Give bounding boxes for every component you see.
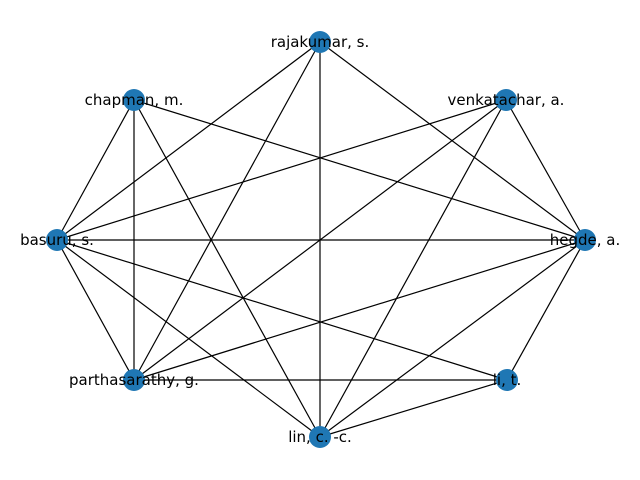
node-label-lin: lin, c. -c. <box>288 428 352 446</box>
node-li <box>496 369 518 391</box>
node-label-chapman: chapman, m. <box>85 91 184 109</box>
node-basuru <box>46 229 68 251</box>
node-rajakumar <box>309 31 331 53</box>
node-lin <box>309 426 331 448</box>
node-chapman <box>123 89 145 111</box>
edge-hegde-parthasarathy <box>133 239 586 381</box>
edge-venkatachar-lin <box>319 99 507 438</box>
edge-chapman-hegde <box>133 99 586 241</box>
edge-rajakumar-basuru <box>56 41 321 241</box>
edge-layer <box>56 41 586 438</box>
node-hegde <box>574 229 596 251</box>
edge-chapman-lin <box>133 99 321 438</box>
node-label-parthasarathy: parthasarathy, g. <box>69 371 199 389</box>
edge-hegde-li <box>506 239 586 381</box>
edge-lin-li <box>319 379 508 438</box>
edge-venkatachar-hegde <box>505 99 586 241</box>
node-layer <box>46 31 596 448</box>
node-parthasarathy <box>123 369 145 391</box>
edge-basuru-lin <box>56 239 321 438</box>
label-layer: rajakumar, s. chapman, m. venkatachar, a. b… <box>20 33 620 446</box>
edge-basuru-li <box>56 239 508 381</box>
node-venkatachar <box>495 89 517 111</box>
node-label-li: li, t. <box>493 371 522 389</box>
edge-hegde-lin <box>319 239 586 438</box>
edge-basuru-parthasarathy <box>56 239 135 381</box>
node-label-basuru: basuru, s. <box>20 231 94 249</box>
edge-rajakumar-parthasarathy <box>133 41 321 381</box>
edge-chapman-basuru <box>56 99 135 241</box>
node-label-hegde: hegde, a. <box>550 231 621 249</box>
edge-venkatachar-basuru <box>56 99 507 241</box>
node-label-venkatachar: venkatachar, a. <box>448 91 565 109</box>
node-label-rajakumar: rajakumar, s. <box>271 33 370 51</box>
